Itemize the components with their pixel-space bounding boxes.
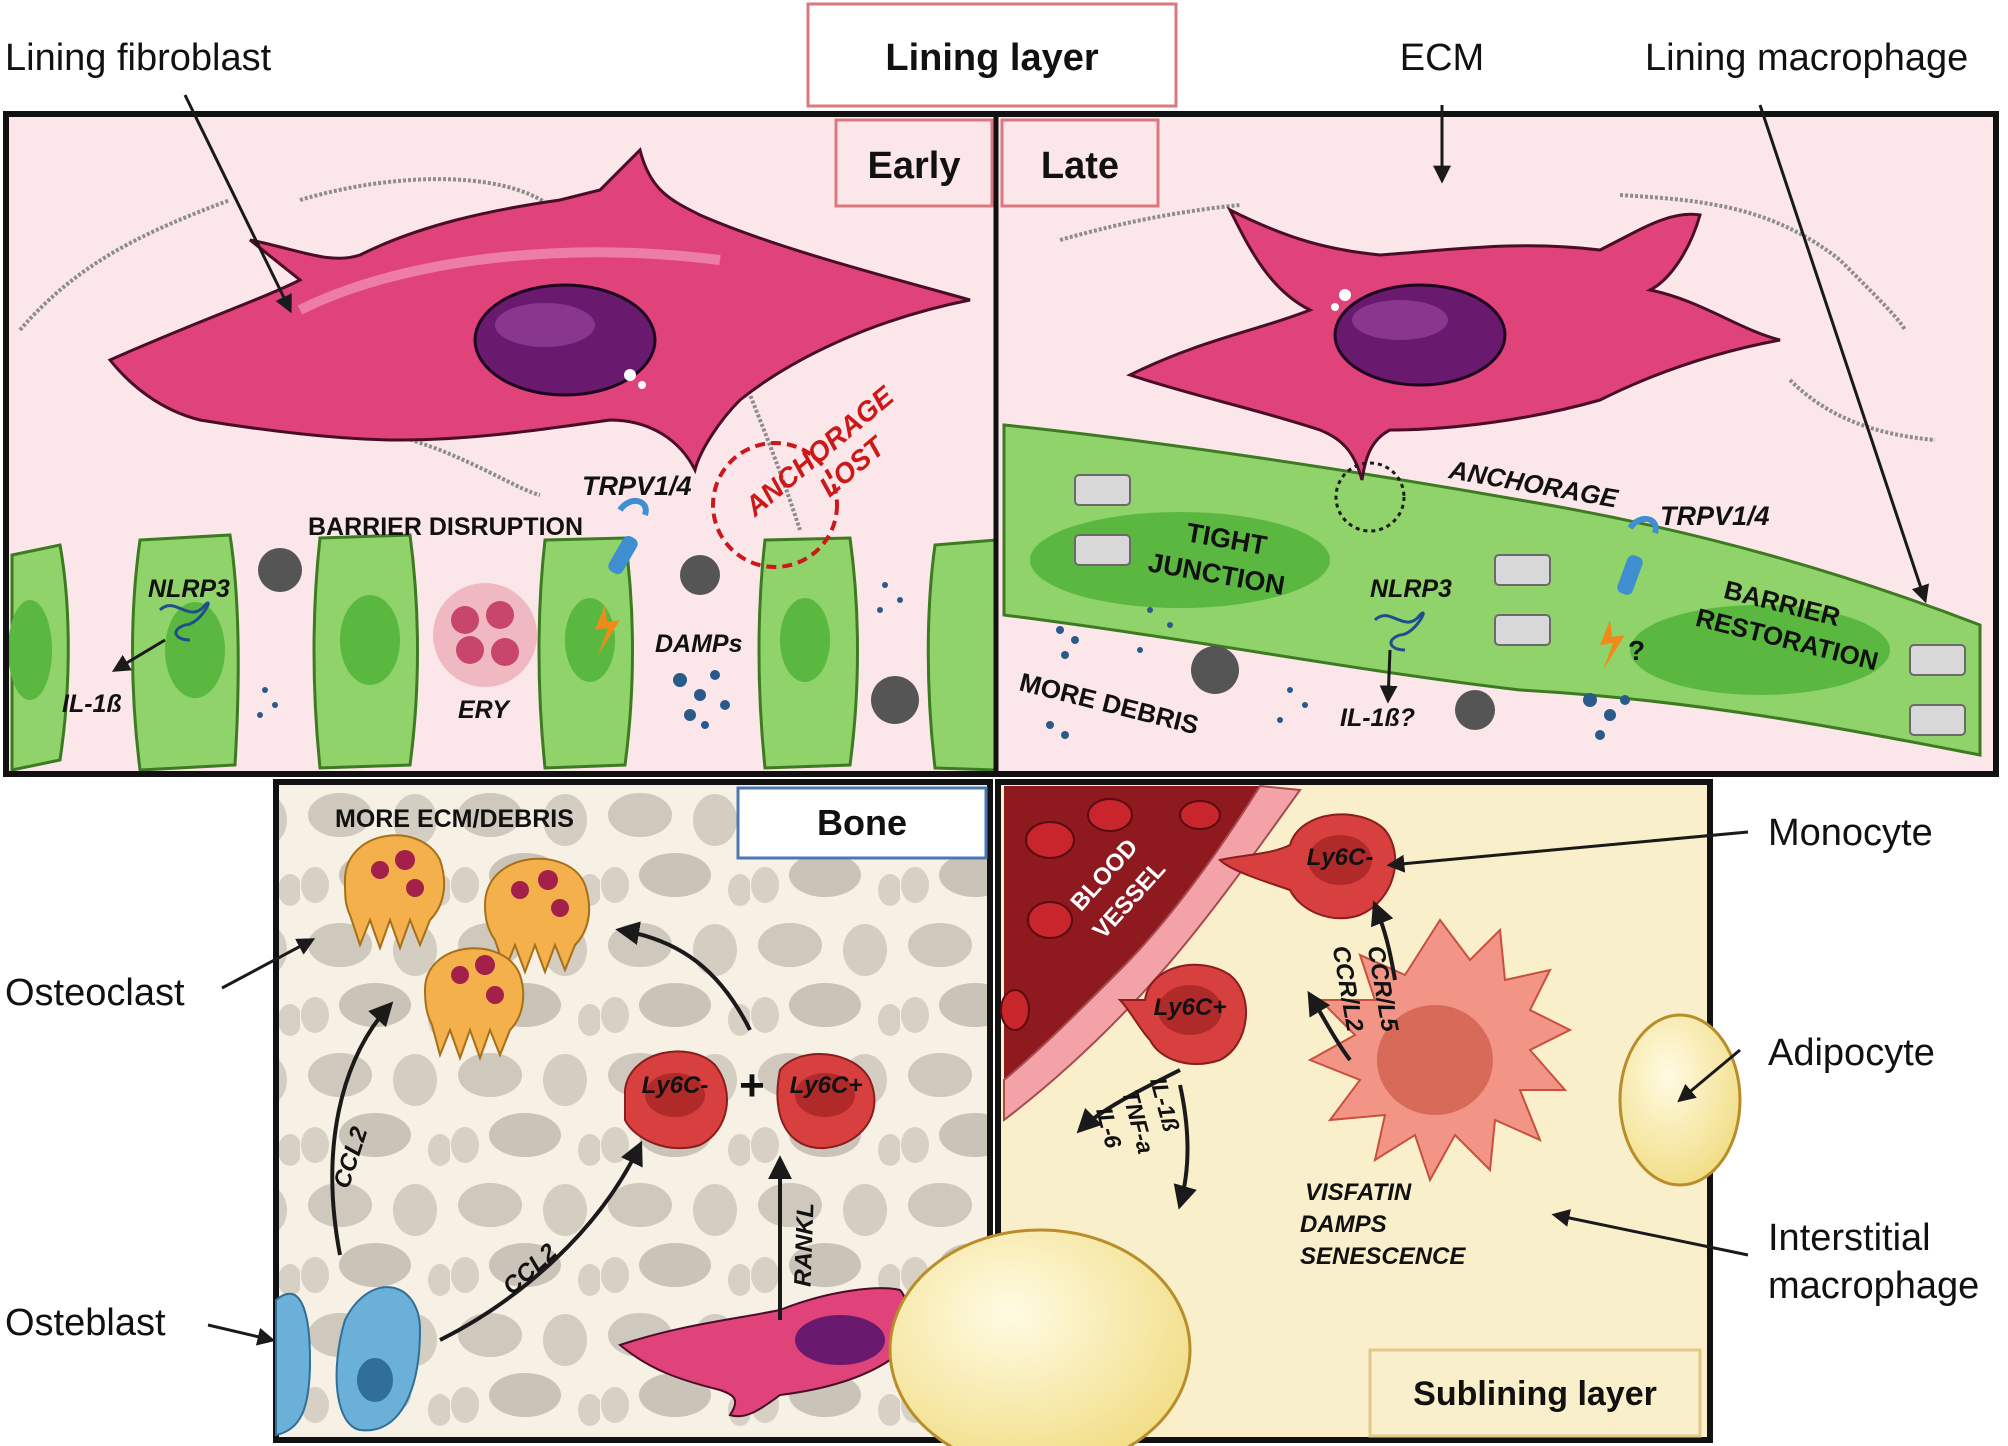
lightning-icon-late (1600, 620, 1625, 670)
question-mark-late: ? (1628, 635, 1645, 666)
anchorage-circle-late (1334, 461, 1406, 533)
callout-monocyte: Monocyte (1768, 812, 1933, 854)
il1b-label-late: IL-1ß? (1340, 704, 1415, 732)
nlrp3-icon-late (1373, 611, 1425, 652)
damps-label-sublining: DAMPS (1300, 1211, 1387, 1238)
lightning-icon-early (595, 605, 620, 655)
damps-label-early: DAMPs (655, 630, 743, 658)
damps-particles-early (257, 582, 903, 729)
plus-sign: + (739, 1061, 765, 1110)
lining-layer-tag (806, 2, 1178, 108)
sublining-tag-label: Sublining layer (1413, 1375, 1657, 1413)
lining-fibroblast-late (1126, 206, 1781, 481)
late-tag: Late (1041, 145, 1119, 187)
senescence-label: SENESCENCE (1300, 1243, 1466, 1270)
rankl-label: RANKL (790, 1202, 820, 1287)
ly6c-pos-sublining: Ly6C+ (1154, 994, 1227, 1021)
callout-interstitial-2: macrophage (1768, 1265, 1979, 1307)
blood-vessel (1004, 786, 1260, 1080)
trpv-label-late: TRPV1/4 (1660, 501, 1770, 531)
interstitial-macrophage (1307, 918, 1573, 1183)
il1b-arrow-late (1379, 649, 1398, 704)
callout-osteoclast: Osteoclast (5, 972, 185, 1014)
ly6c-pos-bone: Ly6C+ (790, 1072, 863, 1099)
debris-late (1191, 646, 1495, 730)
lining-fibroblast-early (107, 147, 971, 475)
erythrocyte-cluster (433, 583, 537, 687)
red-blood-cells (1000, 798, 1221, 1031)
callout-interstitial-1: Interstitial (1768, 1217, 1931, 1259)
callout-osteblast: Osteblast (5, 1302, 166, 1344)
callout-adipocyte: Adipocyte (1768, 1032, 1935, 1074)
blood-vessel-wall (1003, 784, 1302, 1123)
barrier-disruption-label: BARRIER DISRUPTION (308, 513, 583, 541)
anchorage-lost-circle (711, 441, 839, 569)
late-tag-box (1000, 118, 1160, 208)
nlrp3-label-early: NLRP3 (148, 575, 230, 603)
ly6c-neg-bone: Ly6C- (642, 1072, 709, 1099)
damps-particles-late (1046, 607, 1630, 740)
ery-label: ERY (458, 696, 511, 724)
more-ecm-debris-label: MORE ECM/DEBRIS (335, 805, 574, 833)
nlrp3-icon-early (158, 601, 210, 642)
bone-fibroblast (617, 1287, 910, 1418)
early-tag: Early (868, 145, 961, 187)
bone-tag-label: Bone (817, 802, 907, 843)
tight-junction-icons (1074, 474, 1966, 736)
visfatin-label: VISFATIN (1305, 1179, 1412, 1206)
sublining-monocytes (1117, 813, 1397, 1065)
bone-monocytes (624, 1050, 876, 1150)
callout-ecm: ECM (1400, 37, 1484, 79)
lining-panel-border (3, 111, 1999, 777)
debris-early (258, 548, 919, 724)
il1b-arrow-early (111, 638, 166, 672)
early-tag-box (834, 118, 994, 208)
nlrp3-label-late: NLRP3 (1370, 575, 1452, 603)
il1b-label-early: IL-1ß (62, 690, 122, 718)
callout-lining-fibroblast: Lining fibroblast (5, 37, 272, 79)
trpv-channel-early (608, 498, 649, 575)
lining-layer-title: Lining layer (885, 37, 1098, 79)
osteoblasts (275, 1286, 422, 1437)
sublining-arrows (1076, 900, 1397, 1210)
trpv-channel-late (1617, 516, 1659, 595)
callout-lining-macrophage: Lining macrophage (1645, 37, 1968, 79)
ly6c-neg-sublining: Ly6C- (1307, 844, 1374, 871)
callout-arrows (183, 94, 1929, 1346)
sublining-tag (1368, 1348, 1702, 1438)
trpv-label-early: TRPV1/4 (582, 471, 692, 501)
bone-tag (736, 786, 988, 860)
bone-arrows (330, 921, 792, 1342)
osteoclasts (343, 834, 591, 1061)
